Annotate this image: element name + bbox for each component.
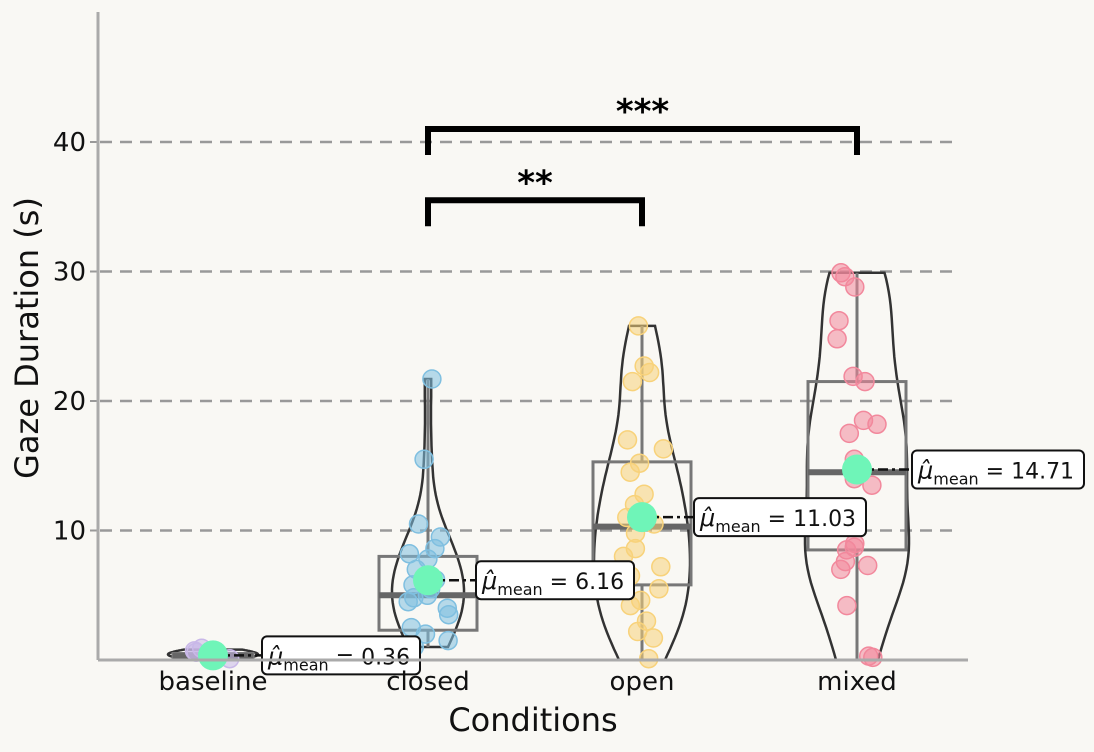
mean-label-open: μ̂mean = 11.03 <box>699 504 856 536</box>
mean-marker-closed <box>413 565 443 596</box>
x-tick-label-baseline: baseline <box>159 667 268 697</box>
data-point-open <box>639 362 660 383</box>
data-point-mixed <box>837 595 857 616</box>
data-point-open <box>649 579 669 599</box>
mean-label-box-closed <box>475 560 635 601</box>
grid-layer <box>100 140 960 532</box>
data-point-closed <box>438 630 458 651</box>
data-point-open <box>622 371 643 392</box>
significance-label-1: *** <box>616 92 670 132</box>
data-point-mixed <box>867 414 887 435</box>
data-point-open <box>617 430 638 450</box>
y-tick-label-40: 40 <box>53 128 86 158</box>
y-tick-label-30: 30 <box>53 258 86 288</box>
significance-layer: ***** <box>425 92 860 227</box>
data-point-closed <box>438 604 459 625</box>
data-point-open <box>628 316 649 336</box>
data-point-open <box>651 557 671 577</box>
x-tick-label-closed: closed <box>386 667 469 697</box>
data-point-closed <box>414 449 434 470</box>
data-point-open <box>653 439 674 459</box>
points-layer <box>184 263 887 669</box>
mean-marker-baseline <box>198 640 228 671</box>
mean-label-box-baseline <box>261 635 421 676</box>
data-point-mixed <box>839 423 860 444</box>
data-point-mixed <box>829 310 849 331</box>
mean-label-baseline: μ̂mean = 0.36 <box>267 642 410 674</box>
data-point-closed <box>415 624 436 644</box>
significance-label-0: ** <box>517 163 553 203</box>
data-point-open <box>620 462 640 482</box>
y-tick-label-10: 10 <box>53 517 86 547</box>
x-tick-label-mixed: mixed <box>817 667 897 697</box>
data-point-mixed <box>857 555 878 576</box>
axis-layer: 10 20 30 40 baseline closed open mixed <box>53 12 968 697</box>
significance-bracket-0 <box>425 197 645 227</box>
data-point-closed <box>422 369 442 389</box>
data-point-mixed <box>862 475 882 495</box>
y-tick-label-20: 20 <box>53 387 86 417</box>
violin-layer <box>166 271 911 662</box>
mean-label-mixed: μ̂mean = 14.71 <box>917 457 1074 489</box>
significance-bracket-1 <box>425 126 860 156</box>
data-point-closed <box>398 591 418 612</box>
mean-label-box-mixed <box>911 449 1085 490</box>
data-point-closed <box>408 514 429 534</box>
data-point-mixed <box>855 371 875 392</box>
mean-label-closed: μ̂mean = 6.16 <box>481 567 624 599</box>
x-axis-title: Conditions <box>448 701 617 739</box>
data-point-mixed <box>863 647 883 668</box>
data-point-mixed <box>845 277 865 297</box>
mean-marker-mixed <box>842 454 872 485</box>
data-point-open <box>643 628 664 648</box>
mean-marker-open <box>627 502 657 533</box>
data-point-mixed <box>827 329 847 349</box>
data-point-mixed <box>831 559 851 580</box>
box-layer <box>171 272 908 662</box>
mean-label-box-open <box>693 497 867 538</box>
y-axis-title: Gaze Duration (s) <box>8 197 46 479</box>
x-tick-label-open: open <box>610 667 675 697</box>
mean-layer: μ̂mean = 0.36 μ̂mean = 6.16 μ̂mean = 11.03… <box>198 449 1085 676</box>
